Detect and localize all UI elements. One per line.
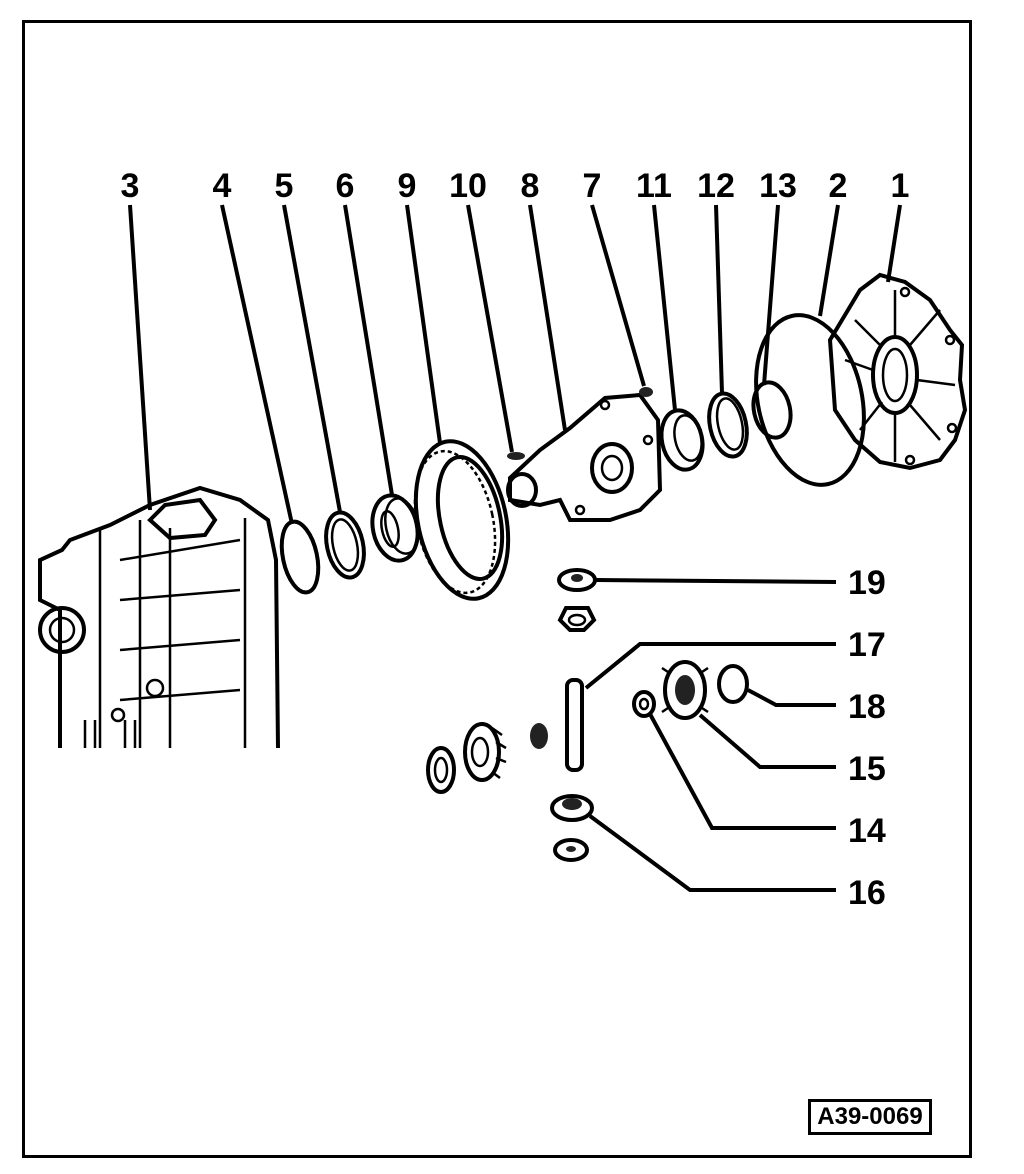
callout-3: 3	[121, 167, 140, 205]
callout-9: 9	[398, 167, 417, 205]
pinion-upper-icon	[557, 606, 597, 632]
reference-code: A39-0069	[808, 1099, 932, 1135]
pinion-left-icon	[463, 722, 507, 782]
ring-12-icon	[707, 391, 749, 459]
washer-14-icon	[632, 690, 656, 718]
side-gear-15-icon	[661, 660, 709, 720]
crown-wheel-icon	[413, 439, 511, 601]
callout-2: 2	[829, 167, 848, 205]
differential-case-icon	[506, 392, 663, 522]
bolt-7-icon	[639, 387, 653, 397]
callout-8: 8	[521, 167, 540, 205]
callout-7: 7	[583, 167, 602, 205]
callout-13: 13	[759, 167, 797, 205]
callout-6: 6	[336, 167, 355, 205]
washer-lower-icon	[553, 838, 589, 862]
callout-12: 12	[697, 167, 735, 205]
callout-11: 11	[636, 167, 672, 205]
diagram-frame	[22, 20, 972, 1158]
callout-5: 5	[275, 167, 294, 205]
ring-18-icon	[717, 664, 749, 704]
callout-15: 15	[848, 750, 886, 788]
housing-icon	[38, 485, 280, 749]
washer-19-icon	[557, 568, 597, 592]
ring-5-icon	[324, 510, 366, 580]
ring-4-icon	[279, 519, 321, 595]
callout-14: 14	[848, 812, 886, 850]
shaft-17-icon	[565, 678, 584, 772]
washer-left-icon	[426, 746, 456, 794]
gasket-2-icon	[754, 313, 866, 487]
callout-1: 1	[891, 167, 910, 205]
callout-10: 10	[449, 167, 487, 205]
plug-10-icon	[507, 452, 525, 460]
bearing-11-icon	[659, 408, 705, 472]
leader-lines	[128, 204, 902, 892]
callout-19: 19	[848, 564, 886, 602]
thrust-piece-icon	[530, 723, 548, 749]
pinion-16-icon	[550, 794, 594, 822]
callout-4: 4	[213, 167, 232, 205]
callout-16: 16	[848, 874, 886, 912]
callout-18: 18	[848, 688, 886, 726]
callout-17: 17	[848, 626, 886, 664]
cover-icon	[827, 272, 968, 471]
